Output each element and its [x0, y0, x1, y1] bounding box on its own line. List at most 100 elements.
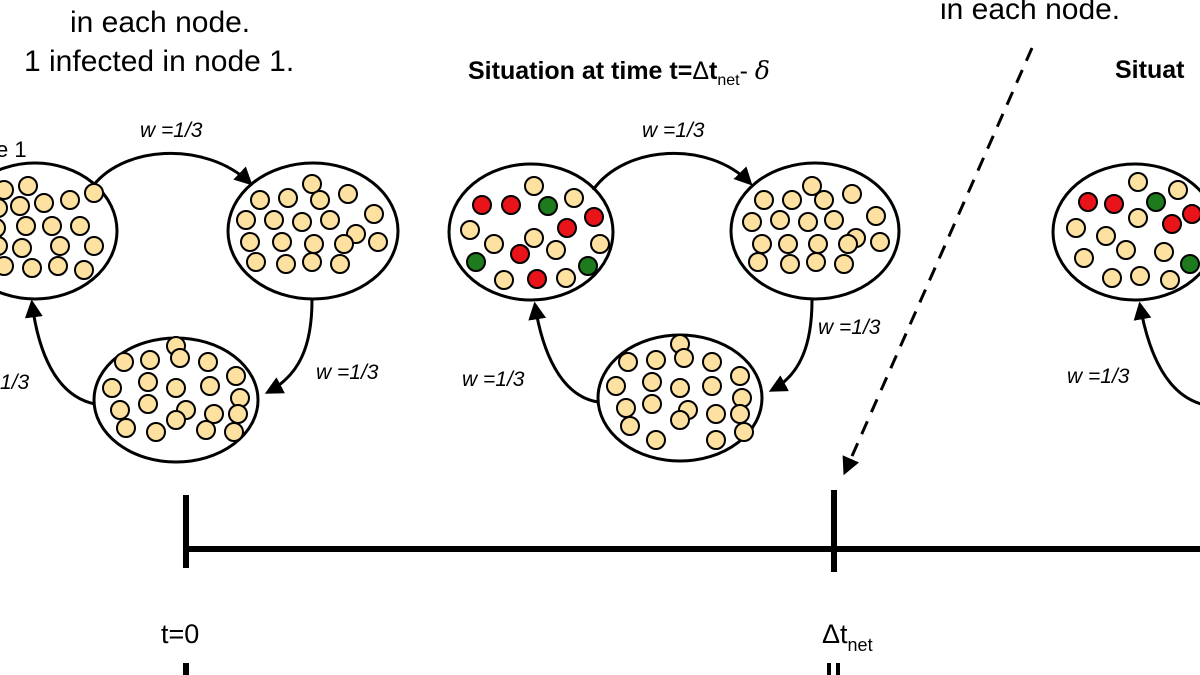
- susceptible-individual: [866, 206, 886, 226]
- susceptible-individual: [1102, 268, 1122, 288]
- infected-individual: [584, 207, 604, 227]
- top-left-caption-line1: in each node.: [70, 6, 251, 39]
- susceptible-individual: [60, 190, 80, 210]
- susceptible-individual: [1160, 270, 1180, 290]
- panel2-edge-3-1: [528, 301, 599, 404]
- panel3-node1-individuals: [1066, 172, 1200, 290]
- panel2-title: Situation at time t=Δtnet- δ: [468, 56, 770, 89]
- susceptible-individual: [0, 180, 14, 200]
- infected-individual: [501, 195, 521, 215]
- infected-individual: [1104, 194, 1124, 214]
- infected-individual: [1078, 192, 1098, 212]
- susceptible-individual: [1066, 218, 1086, 238]
- susceptible-individual: [276, 254, 296, 274]
- panel1-node2-individuals: [236, 174, 388, 274]
- panel-2: [447, 151, 901, 463]
- susceptible-individual: [22, 258, 42, 278]
- susceptible-individual: [730, 366, 750, 386]
- susceptible-individual: [646, 350, 666, 370]
- susceptible-individual: [524, 176, 544, 196]
- susceptible-individual: [196, 420, 216, 440]
- susceptible-individual: [606, 376, 626, 396]
- susceptible-individual: [778, 234, 798, 254]
- panel-1: [0, 151, 400, 464]
- susceptible-individual: [1128, 172, 1148, 192]
- susceptible-individual: [524, 228, 544, 248]
- susceptible-individual: [302, 174, 322, 194]
- recovered-individual: [538, 196, 558, 216]
- susceptible-individual: [146, 422, 166, 442]
- susceptible-individual: [140, 350, 160, 370]
- susceptible-individual: [364, 204, 384, 224]
- susceptible-individual: [842, 184, 862, 204]
- susceptible-individual: [114, 352, 134, 372]
- susceptible-individual: [546, 240, 566, 260]
- susceptible-individual: [556, 268, 576, 288]
- top-left-caption-line2: 1 infected in node 1.: [24, 45, 295, 78]
- infected-individual: [1182, 204, 1200, 224]
- susceptible-individual: [752, 234, 772, 254]
- panel1-edge-2-3: [264, 299, 314, 394]
- susceptible-individual: [802, 176, 822, 196]
- tick-label-t0: t=0: [161, 619, 200, 649]
- infected-individual: [527, 269, 547, 289]
- recovered-individual: [1180, 254, 1200, 274]
- susceptible-individual: [320, 210, 340, 230]
- susceptible-individual: [1130, 266, 1150, 286]
- susceptible-individual: [170, 348, 190, 368]
- susceptible-individual: [706, 404, 726, 424]
- dashed-pointer-arrow: [842, 47, 1034, 476]
- tick-label-delta-t-net: Δtnet: [822, 619, 873, 655]
- susceptible-individual: [0, 256, 14, 276]
- infected-individual: [557, 218, 577, 238]
- susceptible-individual: [814, 190, 834, 210]
- susceptible-individual: [240, 232, 260, 252]
- susceptible-individual: [494, 270, 514, 290]
- top-right-caption: in each node.: [940, 0, 1121, 26]
- recovered-individual: [466, 252, 486, 272]
- panel2-edge-1-2: [591, 151, 753, 191]
- panel1-edge-3-1: [24, 299, 96, 406]
- recovered-individual: [578, 256, 598, 276]
- panel2-weight-left: w =1/3: [462, 368, 525, 391]
- susceptible-individual: [42, 216, 62, 236]
- susceptible-individual: [74, 260, 94, 280]
- susceptible-individual: [292, 212, 312, 232]
- susceptible-individual: [228, 404, 248, 424]
- panel1-weight-left: 1/3: [0, 371, 30, 394]
- susceptible-individual: [670, 378, 690, 398]
- susceptible-individual: [48, 256, 68, 276]
- susceptible-individual: [330, 254, 350, 274]
- susceptible-individual: [224, 422, 244, 442]
- susceptible-individual: [200, 376, 220, 396]
- susceptible-individual: [748, 252, 768, 272]
- timeline: [183, 490, 1200, 675]
- susceptible-individual: [1096, 226, 1116, 246]
- susceptible-individual: [1116, 240, 1136, 260]
- panel2-edge-2-3: [768, 299, 814, 392]
- susceptible-individual: [620, 416, 640, 436]
- susceptible-individual: [0, 198, 8, 218]
- susceptible-individual: [646, 430, 666, 450]
- susceptible-individual: [642, 372, 662, 392]
- susceptible-individual: [824, 210, 844, 230]
- susceptible-individual: [0, 218, 6, 238]
- susceptible-individual: [84, 236, 104, 256]
- susceptible-individual: [138, 394, 158, 414]
- susceptible-individual: [706, 430, 726, 450]
- panel1-weight-top: w =1/3: [140, 119, 203, 142]
- delta-symbol: Δ: [692, 57, 710, 85]
- susceptible-individual: [166, 410, 186, 430]
- susceptible-individual: [834, 254, 854, 274]
- susceptible-individual: [50, 236, 70, 256]
- susceptible-individual: [70, 216, 90, 236]
- susceptible-individual: [338, 184, 358, 204]
- susceptible-individual: [460, 220, 480, 240]
- recovered-individual: [1146, 192, 1166, 212]
- susceptible-individual: [264, 210, 284, 230]
- susceptible-individual: [138, 372, 158, 392]
- susceptible-individual: [870, 232, 890, 252]
- susceptible-individual: [484, 234, 504, 254]
- susceptible-individual: [34, 193, 54, 213]
- susceptible-individual: [12, 238, 32, 258]
